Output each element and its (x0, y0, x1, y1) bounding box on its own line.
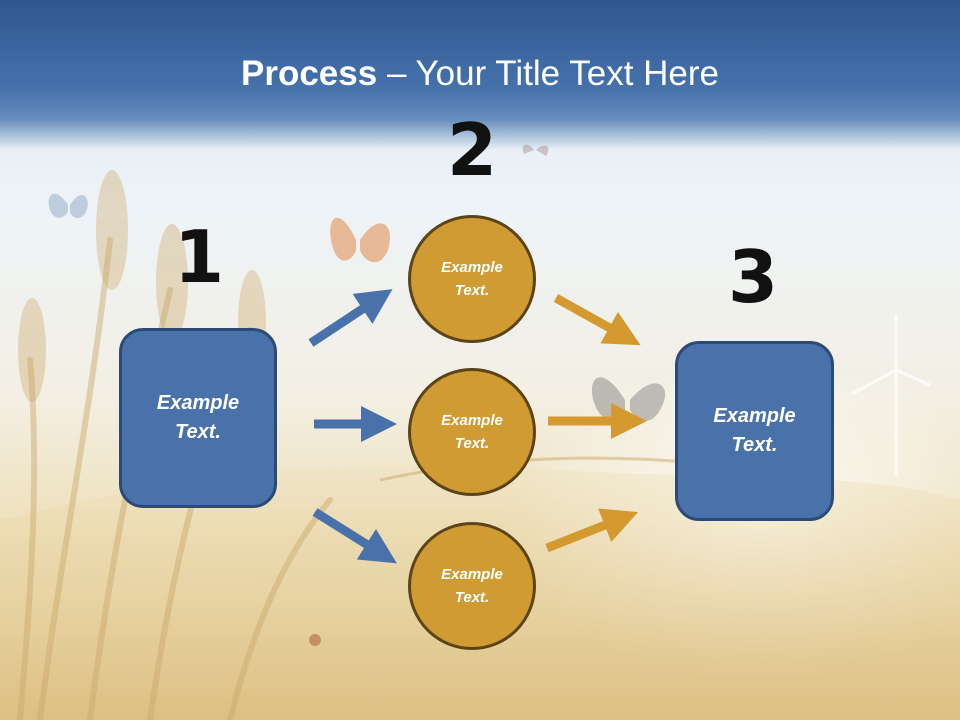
step-3-text: Example Text. (713, 405, 796, 456)
title-rest: – Your Title Text Here (377, 54, 719, 93)
step-2-circle-2: Example Text. (408, 368, 536, 496)
step-3-box: Example Text. (675, 341, 834, 521)
ladybug-icon (309, 634, 321, 646)
step-1-text: Example Text. (156, 392, 240, 443)
title-bold: Process (241, 54, 378, 93)
arrow-2a-to-3 (553, 294, 641, 346)
butterfly-icon (330, 217, 390, 263)
arrow-1-to-2c (312, 508, 397, 564)
butterfly-icon (48, 193, 88, 219)
arrow-2c-to-3 (545, 508, 639, 553)
step-2-circle-1: Example Text. (408, 215, 536, 343)
step-1-number: 1 (173, 215, 225, 299)
wind-turbine-icon (851, 315, 931, 476)
step-2-circle-3: Example Text. (408, 522, 536, 650)
step-1-box: Example Text. (119, 328, 277, 508)
title-band (0, 0, 960, 150)
step-2-number: 2 (446, 108, 498, 192)
step-2-circle-3-text: Example Text. (441, 566, 503, 606)
arrow-1-to-2a (308, 289, 393, 347)
step-2-circle-1-text: Example Text. (441, 259, 503, 299)
page-title: Process – Your Title Text Here (0, 52, 960, 96)
step-2-circle-2-text: Example Text. (441, 412, 503, 452)
step-3-number: 3 (727, 235, 779, 319)
